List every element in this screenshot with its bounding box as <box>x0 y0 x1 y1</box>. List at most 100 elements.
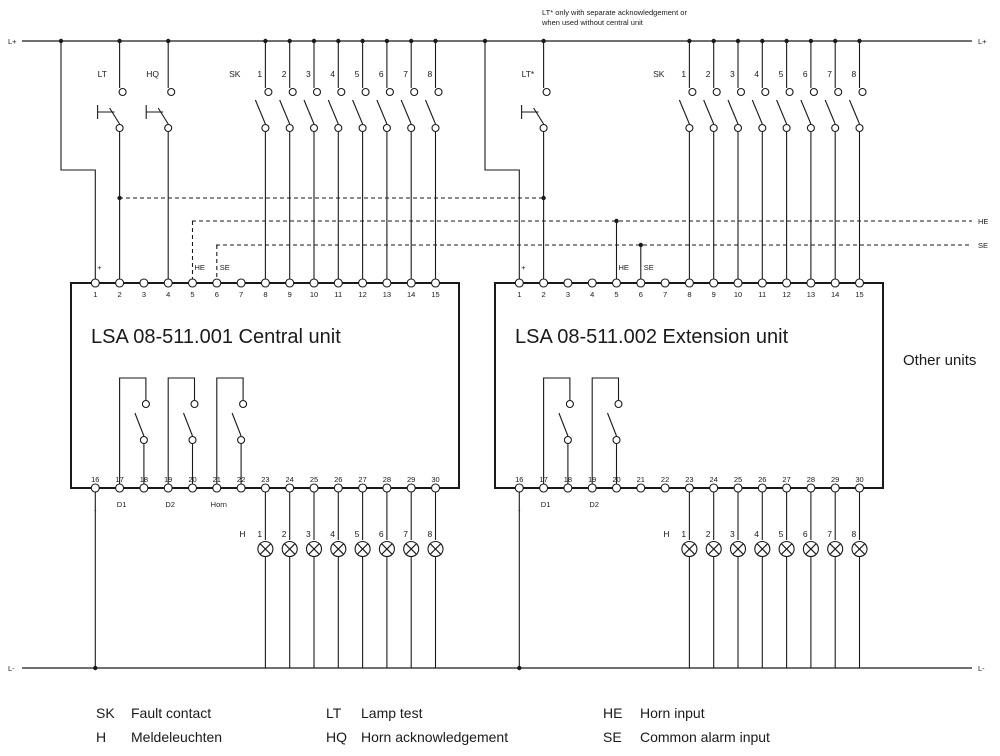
legend-abbr-sk: SK <box>96 705 115 721</box>
terminal-top-5 <box>187 278 198 288</box>
terminal-bottom-number: 27 <box>358 475 366 484</box>
terminal-bottom-23 <box>684 483 694 493</box>
fault-contact-3-bottom-pin <box>309 123 319 133</box>
lamp-number: 7 <box>403 529 408 539</box>
fault-contact-8-bottom-pin <box>431 123 440 133</box>
lamp-3-cross-b <box>732 543 744 555</box>
lamp-8-cross-b <box>853 543 866 555</box>
other-units-label: Other units <box>903 352 976 369</box>
fault-contact-4-blade <box>751 99 763 125</box>
module-title: LSA 08-511.001 Central unit <box>91 326 341 348</box>
terminal-bottom-number: 30 <box>855 475 863 484</box>
fault-contact-2-blade <box>279 99 291 125</box>
fault-contact-3-top-pin <box>736 87 746 97</box>
terminal-bottom-26 <box>757 483 767 493</box>
fault-contact-3-top-pin <box>312 87 322 97</box>
terminal-bottom-26 <box>333 483 343 493</box>
terminal-top-9 <box>709 278 719 288</box>
lamp-number: 7 <box>827 529 832 539</box>
terminal-top-2 <box>115 278 125 288</box>
terminal-bottom-number: 25 <box>310 475 318 484</box>
terminal-top-number: 4 <box>590 290 594 299</box>
terminal-bottom-number: 21 <box>637 475 645 484</box>
relay-label-d1: D1 <box>541 500 551 509</box>
terminal-mark-se: SE <box>220 263 230 272</box>
sk-number: 6 <box>803 69 808 79</box>
terminal-top-number: 10 <box>734 290 742 299</box>
lt-junction <box>117 38 122 44</box>
fault-contact-4-bottom-pin <box>758 123 767 133</box>
terminal-top-number: 4 <box>166 290 170 299</box>
terminal-bottom-number: 26 <box>334 475 342 484</box>
terminal-top-number: 13 <box>807 290 815 299</box>
lamp-4-cross-b <box>756 543 768 555</box>
lamp-number: 6 <box>379 529 384 539</box>
fault-contact-8-blade <box>848 99 861 125</box>
lamp-8-cross-b <box>429 543 442 555</box>
relay-label-d2: D2 <box>165 500 175 509</box>
terminal-bottom-number: 28 <box>807 475 815 484</box>
terminal-bottom-number: 29 <box>407 475 415 484</box>
relay-label-horn: Horn <box>211 500 227 509</box>
fault-contact-7-bottom-pin <box>407 123 416 133</box>
legend-desc-he: Horn input <box>640 705 705 721</box>
lamp-number: 2 <box>282 529 287 539</box>
terminal-bottom-27 <box>358 483 368 493</box>
lamp-3-cross-b <box>308 543 320 555</box>
relay-3-blade <box>231 412 242 437</box>
sk-number: 6 <box>379 69 384 79</box>
terminal-bottom-19 <box>163 483 173 493</box>
lt-bus-junction <box>117 195 122 201</box>
sk-number: 2 <box>706 69 711 79</box>
terminal-bottom-number: 26 <box>758 475 766 484</box>
fault-contact-5-blade <box>776 99 788 125</box>
plus-junction <box>482 38 488 44</box>
sk-junction-8 <box>433 38 438 44</box>
central-unit: LSA 08-511.001 Central unit1162173184195… <box>58 38 460 671</box>
terminal-bottom-number: 24 <box>710 475 718 484</box>
terminal-top-number: 8 <box>687 290 691 299</box>
rail-label-minus-right: L- <box>978 664 985 673</box>
terminal-top-number: 14 <box>407 290 415 299</box>
fault-contact-8-top-pin <box>858 87 867 97</box>
terminal-top-number: 6 <box>639 290 643 299</box>
terminal-bottom-29 <box>830 483 840 493</box>
module-box <box>70 282 460 489</box>
terminal-top-number: 1 <box>517 290 521 299</box>
fault-contact-5-bottom-pin <box>782 123 791 133</box>
lamp-6-cross-b <box>805 543 817 555</box>
sk-number: 4 <box>754 69 759 79</box>
terminal-bottom-30 <box>854 483 865 493</box>
relay-2-pin-top <box>190 399 199 409</box>
terminal-top-10 <box>733 278 743 288</box>
horn-ack-switch-bottom-pin <box>164 123 173 133</box>
module-box <box>494 282 884 489</box>
sk-label: SK <box>653 69 665 79</box>
lamp-label: H <box>239 529 245 539</box>
note-line-2: when used without central unit <box>541 18 644 27</box>
fault-contact-2-top-pin <box>288 87 297 97</box>
lamp-number: 6 <box>803 529 808 539</box>
terminal-top-number: 8 <box>263 290 267 299</box>
relay-label-d1: D1 <box>117 500 127 509</box>
relay-2-pin-top <box>614 399 623 409</box>
relay-1-blade <box>134 412 145 437</box>
fault-contact-4-top-pin <box>337 87 346 97</box>
terminal-top-number: 2 <box>542 290 546 299</box>
legend-desc-lt: Lamp test <box>361 705 423 721</box>
sk-junction-4 <box>336 38 341 44</box>
fault-contact-8-top-pin <box>434 87 443 97</box>
fault-contact-1-bottom-pin <box>261 123 270 133</box>
fault-contact-1-top-pin <box>688 87 697 97</box>
sk-junction-3 <box>735 38 741 44</box>
sk-number: 8 <box>428 69 433 79</box>
terminal-bottom-28 <box>382 483 392 493</box>
terminal-top-14 <box>830 278 840 288</box>
terminal-mark-he: HE <box>195 263 205 272</box>
terminal-bottom-27 <box>782 483 792 493</box>
terminal-top-number: 13 <box>383 290 391 299</box>
sk-junction-1 <box>687 38 692 44</box>
sk-junction-6 <box>808 38 814 44</box>
fault-contact-5-top-pin <box>785 87 794 97</box>
